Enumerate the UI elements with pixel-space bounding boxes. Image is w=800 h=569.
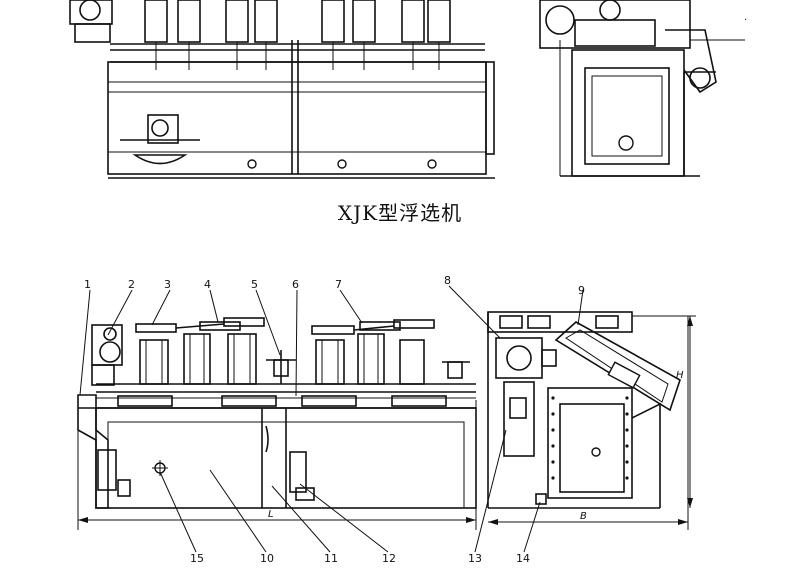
figure-title: XJK型浮选机: [337, 201, 463, 225]
callout-13: 13: [468, 552, 482, 565]
callout-12: 12: [382, 552, 396, 565]
callout-6: 6: [292, 278, 299, 291]
dimension-H: H: [676, 370, 684, 381]
callout-3: 3: [164, 278, 171, 291]
leader-lines: [79, 285, 584, 553]
callout-7: 7: [335, 278, 342, 291]
callout-1: 1: [84, 278, 91, 291]
callout-11: 11: [324, 552, 338, 565]
dimension-L: L: [268, 509, 274, 520]
callout-8: 8: [444, 274, 451, 287]
bottom-front-view: [77, 317, 477, 530]
callout-2: 2: [128, 278, 135, 291]
callout-14: 14: [516, 552, 530, 565]
bottom-side-view: [487, 311, 696, 530]
dimension-labels: L B H: [268, 370, 684, 522]
callout-5: 5: [251, 278, 258, 291]
callout-labels: 1 2 3 4 5 6 7 8 9 10 11 12 13 14 15: [84, 274, 585, 565]
callout-10: 10: [260, 552, 274, 565]
callout-9: 9: [578, 284, 585, 297]
dimension-B: B: [580, 511, 587, 522]
top-front-view: [69, 0, 495, 179]
callout-15: 15: [190, 552, 204, 565]
svg-text:.: .: [744, 12, 747, 23]
callout-4: 4: [204, 278, 211, 291]
top-side-view: .: [539, 0, 747, 177]
